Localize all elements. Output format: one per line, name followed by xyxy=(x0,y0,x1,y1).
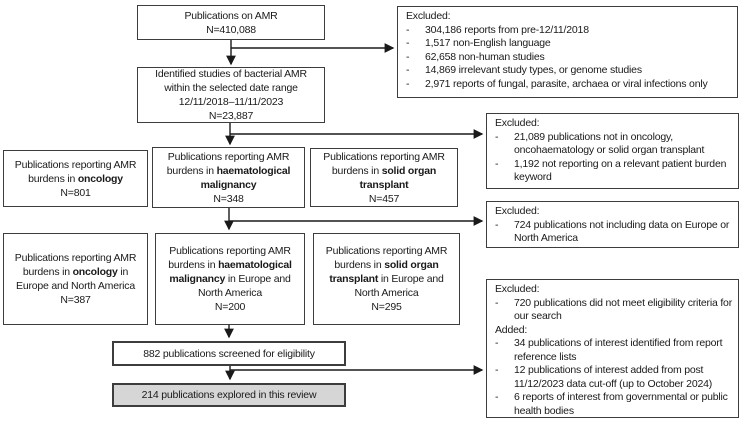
box-count: N=348 xyxy=(213,192,244,205)
box-line: burdens in solid organ xyxy=(331,164,437,177)
box-line: Publications reporting AMR xyxy=(169,245,291,257)
box-line: malignancy in Europe and xyxy=(169,273,291,285)
box-line: Publications on AMR xyxy=(184,9,278,22)
excluded-item: -1,192 not reporting on a relevant patie… xyxy=(495,157,727,184)
box-identified-studies: Identified studies of bacterial AMR with… xyxy=(137,67,325,123)
bullet-dash: - xyxy=(406,37,410,49)
added-item: -12 publications of interest added from … xyxy=(495,364,713,390)
excluded-item: -720 publications did not meet eligibili… xyxy=(495,296,732,323)
box-solid-organ-transplant: Publications reporting AMR burdens in so… xyxy=(310,148,458,207)
box-count: N=457 xyxy=(368,192,400,205)
box-count: N=200 xyxy=(214,301,246,313)
box-excluded-added: Excluded: -720 publications did not meet… xyxy=(486,279,739,418)
box-count: N=801 xyxy=(60,186,91,199)
box-excluded-geography: Excluded: -724 publications not includin… xyxy=(486,201,739,248)
bullet-dash: - xyxy=(495,337,499,349)
bullet-dash: - xyxy=(495,391,499,403)
excluded-item: -62,658 non-human studies xyxy=(406,50,545,63)
box-line: 12/11/2018–11/11/2023 xyxy=(178,96,284,108)
excluded-title: Excluded: xyxy=(406,10,451,22)
excluded-title: Excluded: xyxy=(495,117,540,129)
box-line: Publications reporting AMR xyxy=(14,158,137,171)
bullet-dash: - xyxy=(406,23,410,36)
box-line: burdens in haematological xyxy=(168,259,292,271)
box-count: N=387 xyxy=(60,294,91,306)
box-line: burdens in oncology in xyxy=(22,266,129,278)
box-line: burdens in haematological xyxy=(166,164,291,177)
bullet-dash: - xyxy=(406,64,410,76)
bullet-dash: - xyxy=(495,296,499,309)
box-excluded-initial: Excluded: -304,186 reports from pre-12/1… xyxy=(397,6,738,98)
box-line: Publications reporting AMR xyxy=(14,252,137,264)
bullet-dash: - xyxy=(495,157,499,170)
added-title: Added: xyxy=(495,323,528,336)
bullet-dash: - xyxy=(495,130,499,143)
bullet-dash: - xyxy=(406,50,410,63)
box-line: malignancy xyxy=(200,178,257,191)
box-line: burdens in solid organ xyxy=(334,259,439,271)
box-haematological-malignancy: Publications reporting AMR burdens in ha… xyxy=(152,147,305,208)
box-line: Publications reporting AMR xyxy=(167,150,290,163)
box-line: Europe and North America xyxy=(16,280,135,292)
added-item: -6 reports of interest from governmental… xyxy=(495,391,728,417)
excluded-item: -14,869 irrelevant study types, or genom… xyxy=(406,64,642,76)
box-oncology-europe-na: Publications reporting AMR burdens in on… xyxy=(3,233,148,325)
excluded-title: Excluded: xyxy=(495,283,540,295)
box-line: within the selected date range xyxy=(164,82,298,94)
box-line: burdens in oncology xyxy=(28,172,123,185)
bullet-dash: - xyxy=(495,218,499,231)
box-screened-for-eligibility: 882 publications screened for eligibilit… xyxy=(112,341,346,366)
box-oncology: Publications reporting AMR burdens in on… xyxy=(3,150,148,207)
box-solid-organ-europe-na: Publications reporting AMR burdens in so… xyxy=(313,233,460,325)
box-line: transplant xyxy=(359,178,409,191)
excluded-item: -724 publications not including data on … xyxy=(495,218,730,245)
excluded-item: -1,517 non-English language xyxy=(406,37,551,49)
box-line: Publications reporting AMR xyxy=(323,150,445,163)
excluded-item: -2,971 reports of fungal, parasite, arch… xyxy=(406,77,708,90)
excluded-item: -21,089 publications not in oncology, on… xyxy=(495,130,705,157)
box-haematological-europe-na: Publications reporting AMR burdens in ha… xyxy=(155,233,305,325)
excluded-title: Excluded: xyxy=(495,205,540,217)
box-line: Publications reporting AMR xyxy=(325,245,448,257)
box-publications-amr: Publications on AMR N=410,088 xyxy=(137,5,325,40)
box-line: transplant in Europe and xyxy=(329,273,444,285)
box-excluded-specialty: Excluded: -21,089 publications not in on… xyxy=(486,113,739,189)
box-line: 882 publications screened for eligibilit… xyxy=(143,347,315,360)
box-line: 214 publications explored in this review xyxy=(141,389,317,401)
box-line: Identified studies of bacterial AMR xyxy=(155,68,307,80)
added-item: -34 publications of interest identified … xyxy=(495,337,723,363)
box-count: N=23,887 xyxy=(208,110,254,122)
box-explored-in-review: 214 publications explored in this review xyxy=(112,383,346,407)
box-line: North America xyxy=(354,287,419,299)
box-line: North America xyxy=(198,287,262,299)
bullet-dash: - xyxy=(406,77,410,90)
box-count: N=295 xyxy=(371,301,402,313)
box-count: N=410,088 xyxy=(206,23,256,36)
bullet-dash: - xyxy=(495,364,499,376)
excluded-item: -304,186 reports from pre-12/11/2018 xyxy=(406,23,589,36)
